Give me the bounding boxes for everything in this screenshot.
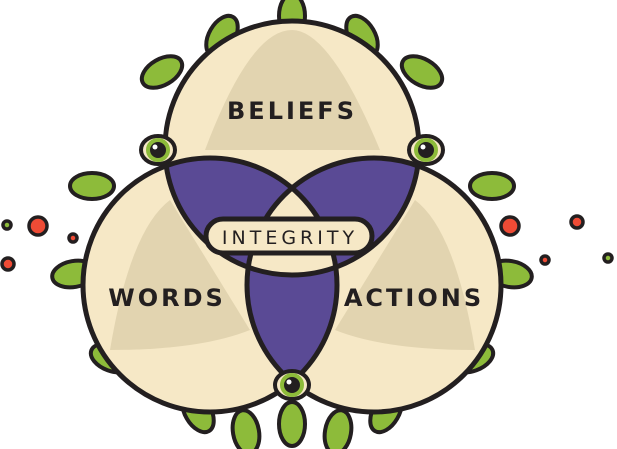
shade-actions xyxy=(335,200,475,350)
dot xyxy=(67,232,79,244)
dot xyxy=(569,214,585,230)
shade-words xyxy=(110,200,250,350)
label-integrity: INTEGRITY xyxy=(222,227,358,249)
label-beliefs: BELIEFS xyxy=(227,97,357,125)
eye-icon xyxy=(139,134,177,166)
leaf-icon xyxy=(68,171,116,201)
dot xyxy=(27,215,49,237)
eyes xyxy=(139,134,445,401)
eye-icon xyxy=(407,134,445,166)
integrity-pill xyxy=(203,216,375,256)
leaf-icon xyxy=(322,408,354,449)
shade-beliefs xyxy=(205,30,380,150)
dot xyxy=(499,215,521,237)
dot xyxy=(0,256,16,272)
label-words: WORDS xyxy=(108,284,226,312)
decorative-dots xyxy=(0,214,614,272)
eye-icon xyxy=(273,369,311,401)
dot xyxy=(1,219,13,231)
label-actions: ACTIONS xyxy=(344,284,484,312)
leaf-icon xyxy=(277,400,307,448)
leaf-icon xyxy=(139,54,185,90)
leaf-icon xyxy=(399,54,445,90)
dot xyxy=(539,254,551,266)
leaf-icon xyxy=(230,408,262,449)
leaf-icon xyxy=(468,171,516,201)
dot xyxy=(602,252,614,264)
